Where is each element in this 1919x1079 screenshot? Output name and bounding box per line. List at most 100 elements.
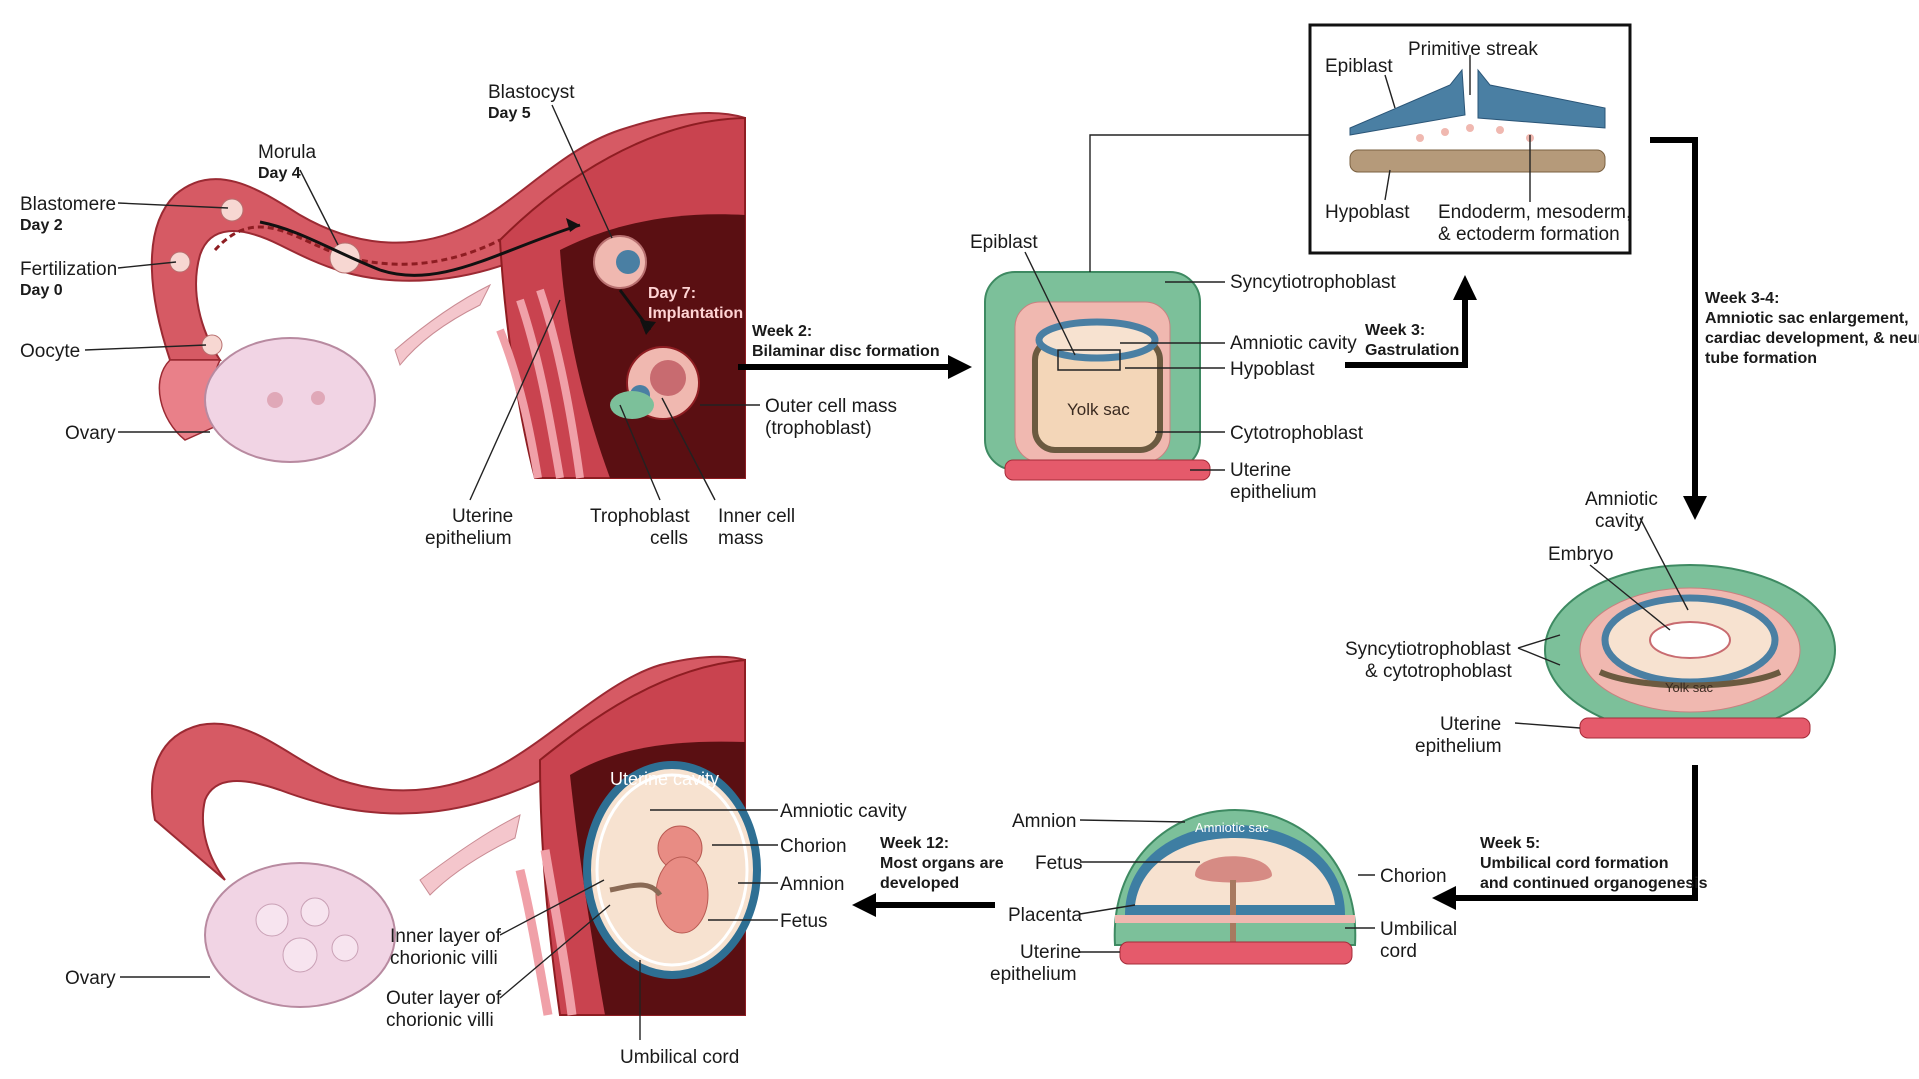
uterus-tube-illustration-top	[150, 112, 746, 479]
label-embryo: Embryo	[1548, 544, 1613, 565]
label-inner-cell-mass-b: mass	[718, 528, 763, 549]
label-epithelium-w34: epithelium	[1415, 736, 1502, 757]
label-amniotic-cavity-w12: Amniotic cavity	[780, 801, 907, 822]
leaders-top-left	[84, 104, 760, 501]
label-week2-a: Week 2:	[752, 323, 812, 340]
label-cytotrophoblast: Cytotrophoblast	[1230, 423, 1364, 444]
label-ovary-bottom: Ovary	[65, 968, 116, 989]
label-week2-b: Bilaminar disc formation	[752, 343, 940, 360]
label-outer-villi-b: chorionic villi	[386, 1010, 494, 1031]
label-week5-a: Week 5:	[1480, 835, 1540, 852]
leaders-week12	[120, 809, 778, 1040]
label-day2: Day 2	[20, 217, 63, 234]
label-trophoblast-cells-b: cells	[650, 528, 688, 549]
label-week34-b: Amniotic sac enlargement,	[1705, 310, 1909, 327]
labels-week34: Amniotic cavity Embryo Syncytiotrophobla…	[1345, 489, 1658, 757]
label-placenta: Placenta	[1008, 905, 1082, 926]
label-inner-cell-mass-a: Inner cell	[718, 506, 795, 527]
labels-week2: Epiblast Syncytiotrophoblast Amniotic ca…	[970, 232, 1397, 503]
label-germ-layers-b: & ectoderm formation	[1438, 224, 1620, 245]
label-week5-c: and continued organogenesis	[1480, 875, 1708, 892]
label-epithelium-w5: epithelium	[990, 964, 1077, 985]
label-epiblast-inset: Epiblast	[1325, 56, 1393, 77]
label-oocyte: Oocyte	[20, 341, 80, 362]
label-week12-a: Week 12:	[880, 835, 949, 852]
label-day4: Day 4	[258, 165, 301, 182]
label-hypoblast-w2: Hypoblast	[1230, 359, 1315, 380]
arrow-week34: Week 3-4: Amniotic sac enlargement, card…	[1650, 137, 1919, 520]
label-umbilical-w5-a: Umbilical	[1380, 919, 1457, 940]
blastomere-cell	[220, 198, 244, 222]
label-amniotic-w34-a: Amniotic	[1585, 489, 1658, 510]
label-inner-villi-b: chorionic villi	[390, 948, 498, 969]
label-blastomere: Blastomere	[20, 194, 116, 215]
label-yolk-sac-w34: Yolk sac	[1665, 680, 1713, 695]
label-epiblast-w2: Epiblast	[970, 232, 1038, 253]
label-amniotic-w34-b: cavity	[1595, 511, 1644, 532]
label-implantation: Implantation	[648, 305, 743, 322]
label-week12-b: Most organs are	[880, 855, 1004, 872]
label-uterine-w34: Uterine	[1440, 714, 1501, 735]
label-inner-villi-a: Inner layer of	[390, 926, 502, 947]
label-fetus-w12: Fetus	[780, 911, 828, 932]
labels-week12: Uterine cavity Amniotic cavity Chorion A…	[65, 769, 907, 1068]
week34-illustration: Yolk sac	[1544, 564, 1836, 739]
labels-inset: Epiblast Primitive streak Hypoblast Endo…	[1325, 39, 1631, 245]
label-day0: Day 0	[20, 282, 63, 299]
label-syncytiotrophoblast: Syncytiotrophoblast	[1230, 272, 1397, 293]
label-outer-cell-mass: Outer cell mass	[765, 396, 897, 417]
label-week34-a: Week 3-4:	[1705, 290, 1779, 307]
label-day7: Day 7:	[648, 285, 696, 302]
label-week34-d: tube formation	[1705, 350, 1817, 367]
leaders-week5	[1079, 819, 1375, 953]
bilaminar-disc-illustration: Yolk sac	[984, 271, 1211, 481]
label-amnion-w5: Amnion	[1012, 811, 1076, 832]
leaders-inset	[1384, 55, 1531, 202]
label-day5: Day 5	[488, 105, 531, 122]
label-amniotic-cavity-w2: Amniotic cavity	[1230, 333, 1357, 354]
arrow-week3: Week 3: Gastrulation	[1345, 275, 1477, 368]
ovary-top	[204, 337, 376, 463]
label-week5-b: Umbilical cord formation	[1480, 855, 1668, 872]
label-amniotic-sac: Amniotic sac	[1195, 820, 1269, 835]
label-synctio-cyto-b: & cytotrophoblast	[1365, 661, 1513, 682]
label-chorion-w12: Chorion	[780, 836, 847, 857]
label-uterine-top: Uterine	[452, 506, 513, 527]
label-uterine-w5: Uterine	[1020, 942, 1081, 963]
leaders-week2	[1024, 251, 1225, 471]
label-outer-villi-a: Outer layer of	[386, 988, 502, 1009]
leaders-week34	[1514, 517, 1689, 729]
week5-illustration: Amniotic sac	[1113, 808, 1357, 965]
label-trophoblast: (trophoblast)	[765, 418, 872, 439]
label-week34-c: cardiac development, & neural	[1705, 330, 1919, 347]
label-fetus-w5: Fetus	[1035, 853, 1083, 874]
label-uterine-cavity: Uterine cavity	[610, 769, 719, 789]
label-synctio-cyto-a: Syncytiotrophoblast	[1345, 639, 1512, 660]
labels-top-left: Blastomere Day 2 Fertilization Day 0 Ooc…	[20, 82, 897, 549]
label-week3-a: Week 3:	[1365, 322, 1425, 339]
label-morula: Morula	[258, 142, 317, 163]
label-uterine-w2: Uterine	[1230, 460, 1291, 481]
arrow-week5: Week 5: Umbilical cord formation and con…	[1432, 765, 1708, 910]
label-amnion-w12: Amnion	[780, 874, 844, 895]
uterus-fetus-illustration	[151, 655, 761, 1016]
label-chorion-w5: Chorion	[1380, 866, 1447, 887]
label-epithelium-top: epithelium	[425, 528, 512, 549]
arrow-week2: Week 2: Bilaminar disc formation	[738, 323, 972, 379]
label-primitive-streak: Primitive streak	[1408, 39, 1538, 60]
label-blastocyst: Blastocyst	[488, 82, 575, 103]
labels-week5: Amnion Fetus Placenta Uterine epithelium…	[990, 811, 1457, 985]
label-umbilical-w5-b: cord	[1380, 941, 1417, 962]
ovary-bottom	[204, 862, 396, 1008]
label-epithelium-w2: epithelium	[1230, 482, 1317, 503]
label-week3-b: Gastrulation	[1365, 342, 1459, 359]
label-germ-layers-a: Endoderm, mesoderm,	[1438, 202, 1631, 223]
label-fertilization: Fertilization	[20, 259, 117, 280]
label-week12-c: developed	[880, 875, 959, 892]
label-umbilical-w12: Umbilical cord	[620, 1047, 739, 1068]
label-yolk-sac-w2: Yolk sac	[1067, 400, 1130, 419]
label-trophoblast-cells-a: Trophoblast	[590, 506, 690, 527]
arrow-week12: Week 12: Most organs are developed	[852, 835, 1004, 917]
